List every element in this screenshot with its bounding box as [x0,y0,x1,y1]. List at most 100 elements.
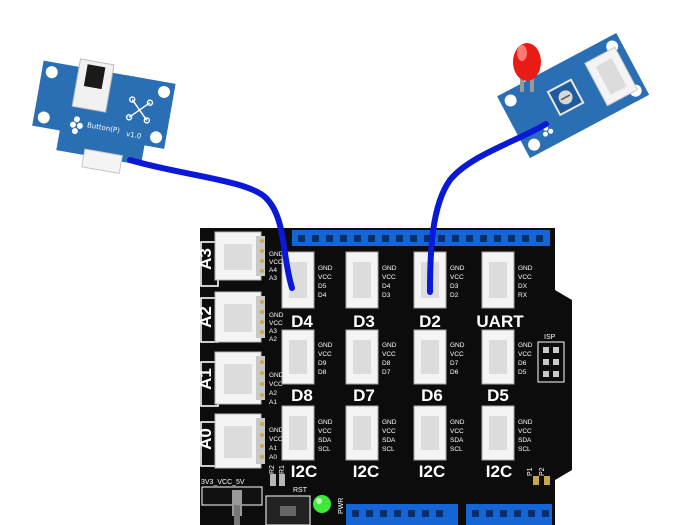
svg-text:VCC: VCC [450,274,464,281]
seeed-logo-icon [69,116,83,135]
power-led: PWR [313,495,345,514]
svg-text:VCC: VCC [318,274,332,281]
svg-text:SCL: SCL [450,446,463,453]
port-label-d5: D5 [487,386,509,405]
svg-text:P2: P2 [539,467,546,476]
svg-text:GND: GND [269,427,284,434]
svg-text:A4: A4 [269,267,277,274]
svg-text:GND: GND [450,265,465,272]
grove-port-i2c-4: GND VCC SDA SCL I2C [481,405,533,481]
svg-text:VCC: VCC [518,351,532,358]
grove-port-a1: A1 GND VCC A2 A1 [196,351,284,407]
svg-text:GND: GND [318,265,333,272]
svg-text:SDA: SDA [318,437,332,444]
grove-port-d8: GND VCC D9 D8 D8 [281,329,333,405]
svg-text:VCC: VCC [269,436,283,443]
grove-button-module: Button(P) v1.0 [32,58,176,175]
grove-port-a0: A0 GND VCC A1 A0 [196,413,284,469]
svg-text:VCC: VCC [382,351,396,358]
port-label-i2c: I2C [353,462,379,481]
port-label-d8: D8 [291,386,313,405]
svg-text:D6: D6 [518,360,527,367]
svg-text:ISP: ISP [544,334,556,341]
svg-text:P1: P1 [527,467,534,476]
led-to-d2-wire [427,121,549,295]
svg-text:A1: A1 [269,445,277,452]
svg-text:GND: GND [382,342,397,349]
svg-text:SDA: SDA [382,437,396,444]
svg-text:VCC: VCC [269,259,283,266]
svg-text:GND: GND [382,419,397,426]
top-header-holes [298,235,543,242]
svg-text:RX: RX [518,292,528,299]
svg-text:SCL: SCL [318,446,331,453]
port-label-i2c: I2C [486,462,512,481]
svg-text:A0: A0 [269,454,277,461]
grove-port-d7: GND VCC D8 D7 D7 [345,329,397,405]
svg-text:GND: GND [382,265,397,272]
svg-text:D8: D8 [318,369,327,376]
svg-text:GND: GND [450,342,465,349]
port-label-a2: A2 [196,306,215,328]
svg-text:GND: GND [518,342,533,349]
port-label-d7: D7 [353,386,375,405]
voltage-switch-label: 3V3_VCC_5V [201,479,245,486]
svg-text:VCC: VCC [382,274,396,281]
svg-text:D9: D9 [318,360,327,367]
svg-text:D3: D3 [382,292,391,299]
grove-port-d6: GND VCC D7 D6 D6 [413,329,465,405]
svg-text:GND: GND [318,419,333,426]
grove-port-i2c-1: GND VCC SDA SCL I2C [281,405,333,481]
resistors: R2 R1 [269,465,286,486]
port-label-d4: D4 [291,312,313,331]
svg-text:SCL: SCL [518,446,531,453]
bottom-header-holes [352,510,549,517]
svg-text:SDA: SDA [450,437,464,444]
svg-text:SCL: SCL [382,446,395,453]
button-module-version: v1.0 [125,130,141,141]
svg-text:GND: GND [269,372,284,379]
svg-text:A2: A2 [269,336,277,343]
svg-text:D4: D4 [318,292,327,299]
svg-text:VCC: VCC [269,320,283,327]
grove-port-d5: GND VCC D6 D5 D5 [481,329,533,405]
port-label-a0: A0 [196,428,215,450]
port-label-i2c: I2C [419,462,445,481]
svg-text:VCC: VCC [450,351,464,358]
port-label-d2: D2 [419,312,441,331]
grove-port-d3: GND VCC D4 D3 D3 [345,251,397,331]
svg-text:D6: D6 [450,369,459,376]
grove-port-i2c-2: GND VCC SDA SCL I2C [345,405,397,481]
reset-button[interactable]: RST [265,487,311,525]
svg-text:D2: D2 [450,292,459,299]
solder-pads: P1 P2 [527,467,550,485]
svg-text:A2: A2 [269,390,277,397]
svg-text:VCC: VCC [382,428,396,435]
bottom-power-header [346,504,458,525]
voltage-switch[interactable]: 3V3_VCC_5V [201,479,263,525]
svg-text:GND: GND [518,265,533,272]
svg-text:D7: D7 [450,360,459,367]
svg-text:VCC: VCC [269,381,283,388]
svg-text:D7: D7 [382,369,391,376]
port-label-i2c: I2C [291,462,317,481]
svg-text:DX: DX [518,283,528,290]
svg-text:GND: GND [318,342,333,349]
svg-text:SDA: SDA [518,437,532,444]
svg-text:GND: GND [450,419,465,426]
svg-text:VCC: VCC [318,428,332,435]
svg-text:A3: A3 [269,328,277,335]
svg-text:D5: D5 [318,283,327,290]
grove-port-i2c-3: GND VCC SDA SCL I2C [413,405,465,481]
svg-text:A3: A3 [269,275,277,282]
port-label-uart: UART [476,312,524,331]
grove-pattern-icon [125,96,154,124]
svg-text:D8: D8 [382,360,391,367]
svg-text:VCC: VCC [318,351,332,358]
reset-label: RST [293,487,308,494]
port-label-d3: D3 [353,312,375,331]
svg-text:GND: GND [269,312,284,319]
svg-text:R1: R1 [279,465,286,474]
